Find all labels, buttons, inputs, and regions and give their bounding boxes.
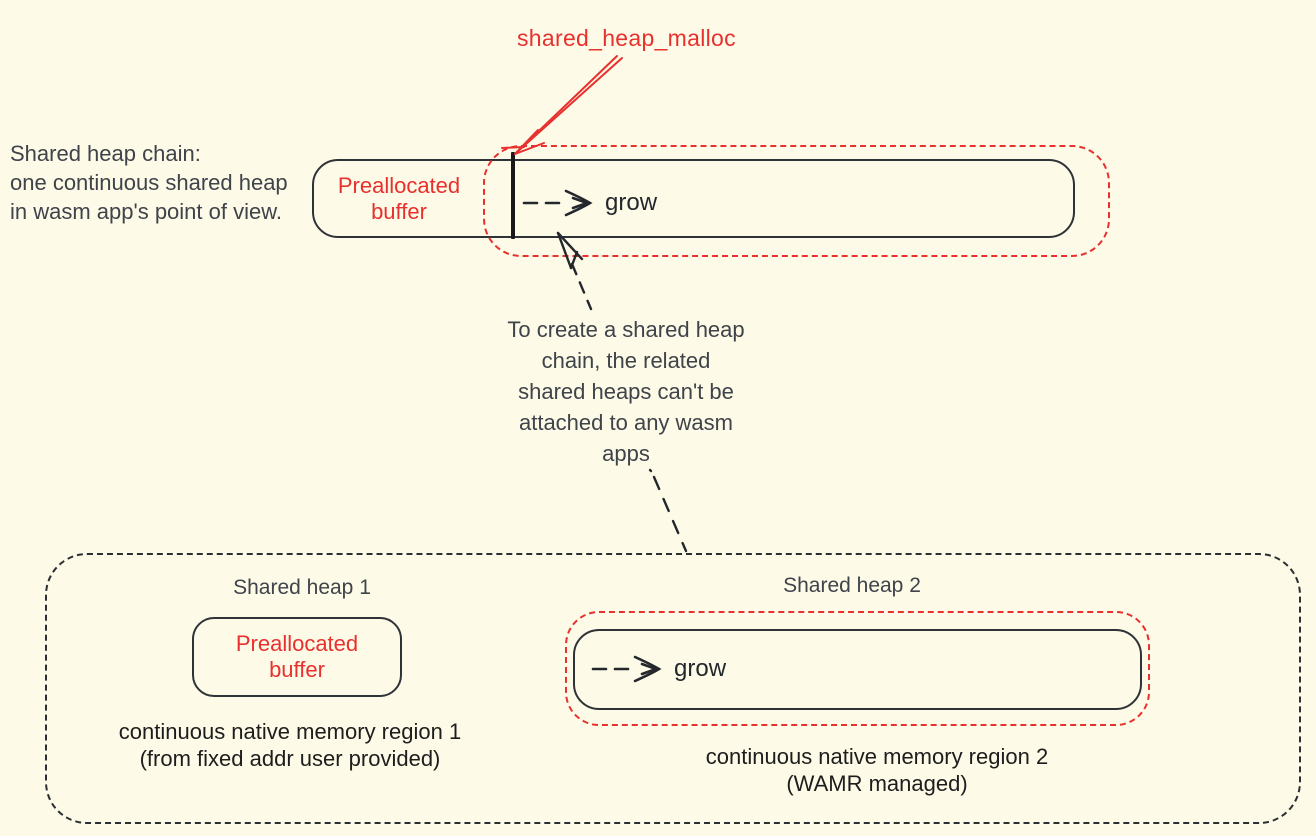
grow-arrow-icon — [522, 189, 593, 217]
preallocated-buffer-label: Preallocated buffer — [337, 173, 461, 224]
shared-heap-1-caption: continuous native memory region 1 (from … — [118, 719, 462, 771]
growable-region-dashed-border — [483, 145, 1110, 257]
shared-heap-2-caption: continuous native memory region 2 (WAMR … — [705, 744, 1049, 796]
grow-label: grow — [674, 655, 727, 682]
grow-arrow-icon — [591, 655, 662, 683]
note-arrow-down-icon — [648, 468, 688, 553]
shared-heap-2-dashed-border — [565, 611, 1150, 726]
shared-heaps-group-box — [45, 553, 1301, 824]
note-text: To create a shared heap chain, the relat… — [507, 317, 745, 466]
shared-heap-2-box — [573, 629, 1142, 710]
malloc-arrow-icon — [501, 55, 623, 155]
grow-indicator-heap2: grow — [590, 654, 726, 684]
shared-heap-chain-intro-text: Shared heap chain: one continuous shared… — [10, 141, 288, 224]
shared-heap-2-title: Shared heap 2 — [783, 574, 921, 597]
shared-heap-bar — [312, 159, 1075, 238]
shared-heap-malloc-label: shared_heap_malloc — [517, 25, 736, 51]
shared-heap-1-box: Preallocated buffer — [192, 617, 402, 697]
grow-indicator: grow — [521, 188, 657, 218]
grow-label: grow — [605, 189, 658, 216]
shared-heap-1-title: Shared heap 1 — [233, 576, 371, 599]
heap-divider-tick — [511, 152, 515, 239]
note-arrow-up-shaft — [570, 262, 593, 311]
